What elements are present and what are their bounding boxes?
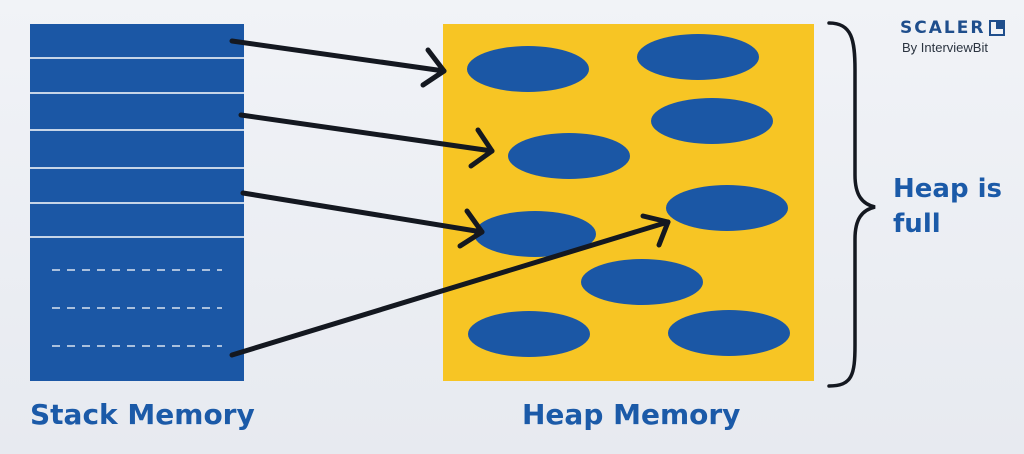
heap-memory — [443, 24, 814, 381]
arrowhead — [468, 127, 495, 169]
heap-object — [467, 46, 589, 92]
arrowhead — [420, 47, 447, 88]
stack-memory — [30, 24, 244, 381]
stack-memory-label: Stack Memory — [30, 398, 255, 431]
heap-object — [581, 259, 703, 305]
arrowhead — [640, 213, 671, 248]
scaler-logo-icon — [989, 20, 1006, 36]
heap-object — [668, 310, 790, 356]
heap-object — [508, 133, 630, 179]
heap-memory-label: Heap Memory — [522, 398, 741, 431]
scaler-logo: SCALER By InterviewBit — [900, 18, 1010, 55]
heap-object — [637, 34, 759, 80]
curly-brace — [827, 21, 876, 388]
arrowhead — [457, 208, 485, 249]
pointer-arrow — [238, 112, 495, 154]
heap-object — [468, 311, 590, 357]
pointer-arrow — [240, 190, 485, 235]
heap-full-annotation: Heap is full — [893, 174, 1002, 239]
heap-object — [666, 185, 788, 231]
heap-object — [474, 211, 596, 257]
pointer-arrows — [229, 38, 671, 358]
pointer-arrow — [229, 38, 447, 74]
logo-name: SCALER — [900, 18, 986, 38]
pointer-arrow — [229, 219, 671, 358]
heap-object — [651, 98, 773, 144]
logo-tagline: By InterviewBit — [902, 40, 988, 55]
